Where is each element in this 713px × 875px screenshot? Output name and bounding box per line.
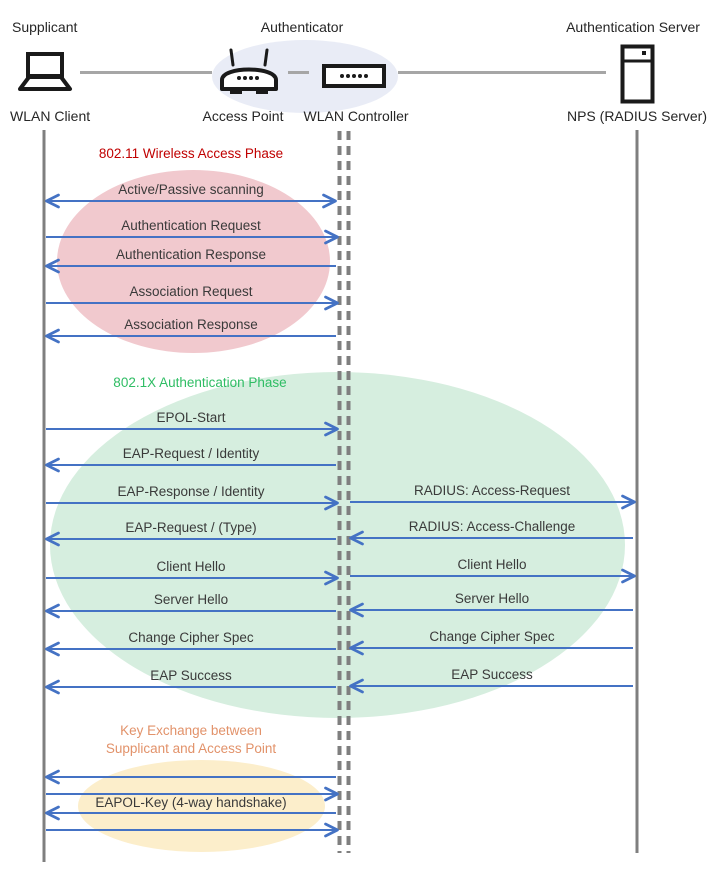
- msg-association-request: Association Request: [129, 284, 253, 299]
- msg-active-passive-scanning: Active/Passive scanning: [118, 182, 264, 197]
- msg-authentication-request: Authentication Request: [121, 218, 261, 233]
- message-arrows: [45, 193, 636, 838]
- laptop-icon: [18, 52, 72, 91]
- msg-client-hello-left: Client Hello: [156, 559, 226, 574]
- msg-association-response: Association Response: [124, 317, 258, 332]
- msg-change-cipher-spec-right: Change Cipher Spec: [429, 629, 555, 644]
- lifelines: [42, 130, 639, 862]
- msg-change-cipher-spec-left: Change Cipher Spec: [128, 630, 254, 645]
- msg-eap-response-identity: EAP-Response / Identity: [117, 484, 265, 499]
- msg-epol-start: EPOL-Start: [156, 410, 226, 425]
- msg-server-hello-left: Server Hello: [153, 592, 229, 607]
- msg-client-hello-right: Client Hello: [457, 557, 527, 572]
- msg-radius-access-challenge: RADIUS: Access-Challenge: [408, 519, 576, 534]
- key-exchange-title-line1: Key Exchange between: [120, 723, 262, 738]
- key-exchange-title-line2: Supplicant and Access Point: [105, 741, 277, 756]
- phase-title-8021x-authentication: 802.1X Authentication Phase: [113, 375, 287, 390]
- device-wlan-controller-label: WLAN Controller: [303, 108, 409, 124]
- role-supplicant-label: Supplicant: [12, 19, 78, 35]
- key-exchange-ellipse: [78, 760, 325, 852]
- phase-title-key-exchange: Key Exchange between Supplicant and Acce…: [106, 722, 276, 758]
- msg-eap-request-type: EAP-Request / (Type): [125, 520, 257, 535]
- msg-server-hello-right: Server Hello: [454, 591, 530, 606]
- msg-eap-success-right: EAP Success: [451, 667, 533, 682]
- wireless-router-icon: [220, 48, 278, 94]
- msg-radius-access-request: RADIUS: Access-Request: [413, 483, 571, 498]
- role-authentication-server-label: Authentication Server: [566, 19, 700, 35]
- phase-title-wireless-access: 802.11 Wireless Access Phase: [98, 146, 284, 161]
- device-wlan-client-label: WLAN Client: [10, 108, 91, 124]
- msg-eap-request-identity: EAP-Request / Identity: [122, 446, 260, 461]
- device-nps-label: NPS (RADIUS Server): [566, 108, 708, 124]
- controller-switch-icon: [322, 64, 386, 88]
- role-authenticator-label: Authenticator: [260, 19, 344, 35]
- msg-eapol-key-handshake: EAPOL-Key (4-way handshake): [95, 795, 287, 810]
- device-access-point-label: Access Point: [202, 108, 284, 124]
- server-icon: [620, 44, 655, 104]
- msg-eap-success-left: EAP Success: [150, 668, 232, 683]
- msg-authentication-response: Authentication Response: [115, 247, 267, 262]
